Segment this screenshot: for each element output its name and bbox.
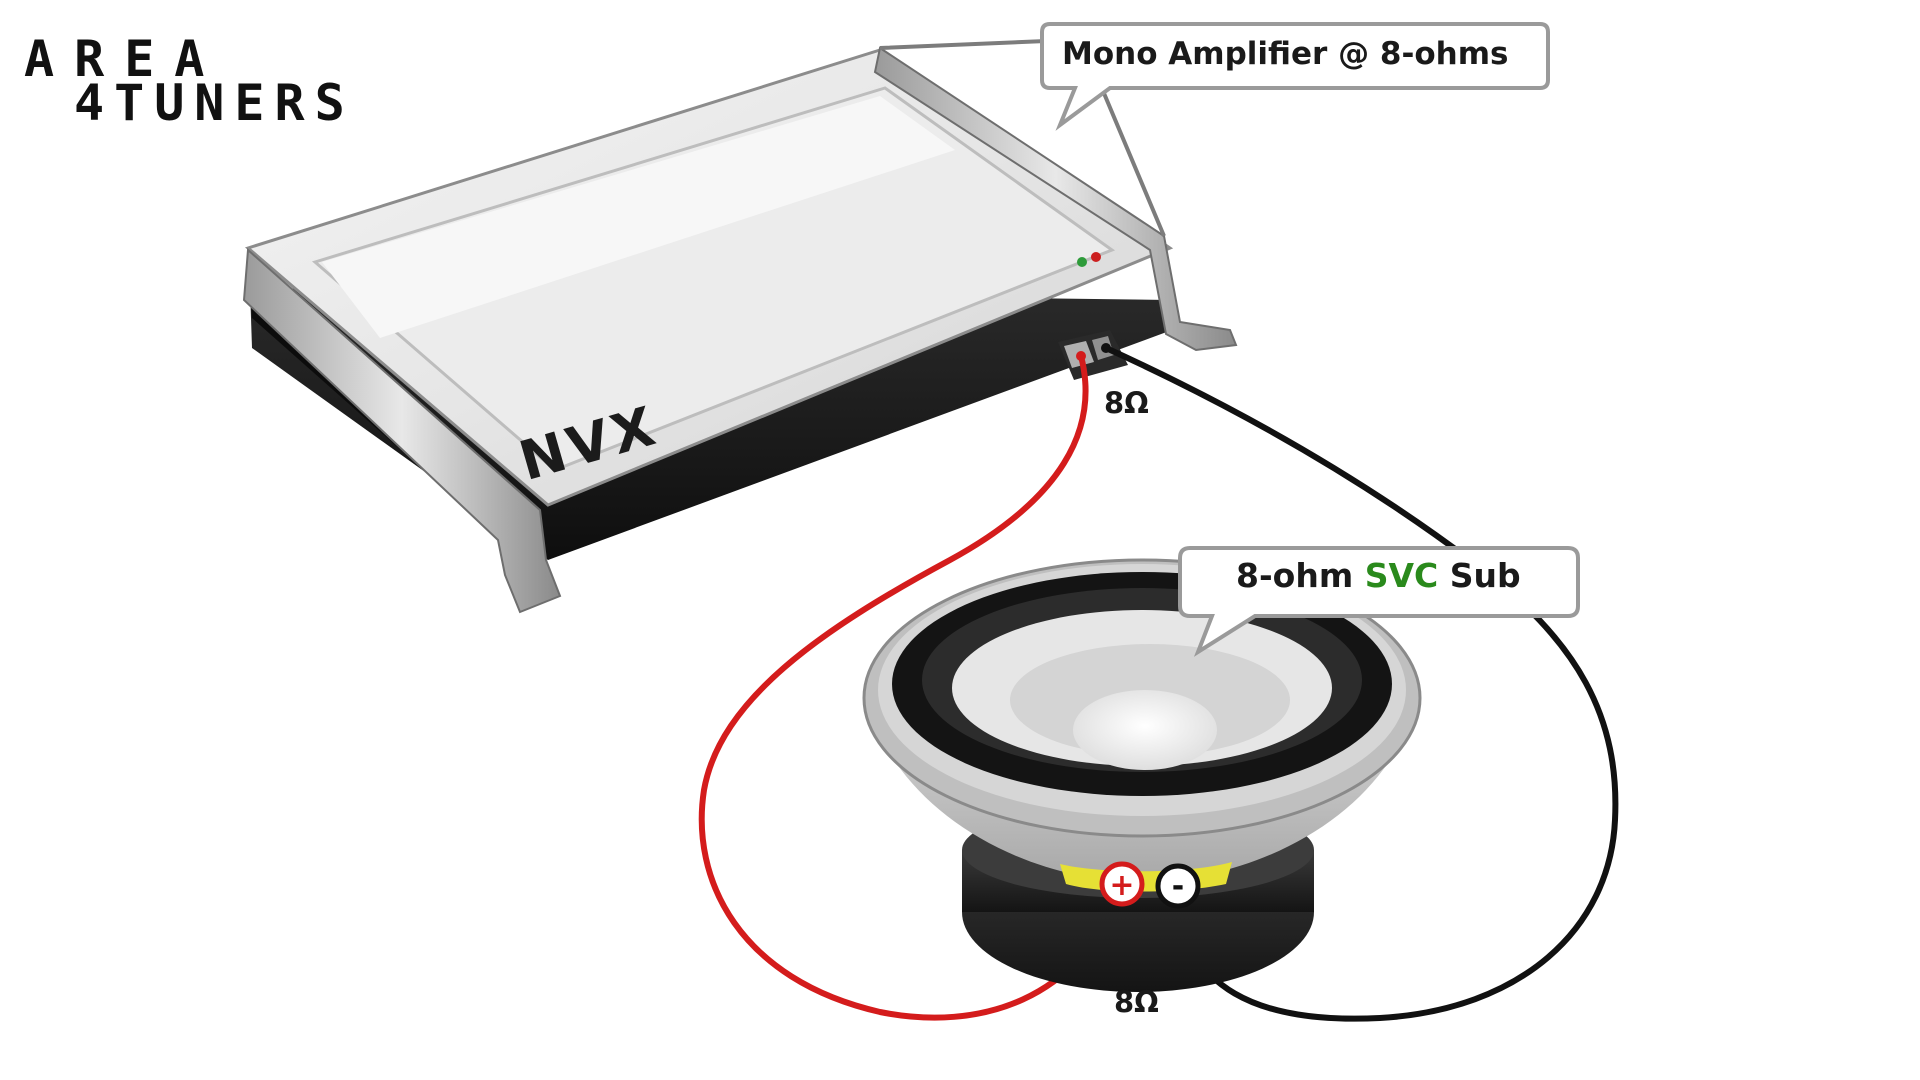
negative-speaker-wire [1103, 345, 1619, 1022]
positive-terminal-symbol: + [1109, 868, 1134, 903]
negative-terminal-symbol: - [1172, 869, 1184, 904]
subwoofer-positive-terminal: + [1099, 861, 1145, 907]
subwoofer-callout-text: 8-ohm SVC Sub [1236, 556, 1521, 595]
amplifier-top-panel [311, 86, 1116, 472]
amplifier-right-rail [873, 46, 1238, 352]
protect-led [1091, 252, 1101, 262]
subwoofer-dust-cap [1073, 690, 1217, 770]
subwoofer-callout-prefix: 8-ohm [1236, 556, 1365, 595]
amplifier-callout-text: Mono Amplifier @ 8-ohms [1062, 36, 1509, 72]
subwoofer-callout-svc: SVC [1364, 556, 1439, 595]
subwoofer-callout-suffix: Sub [1438, 556, 1521, 595]
subwoofer-callout-bubble [1178, 546, 1580, 657]
amplifier-callout-bubble [1040, 22, 1550, 131]
amplifier-impedance-label: 8Ω [1104, 386, 1149, 420]
amplifier [242, 37, 1238, 614]
amplifier-top-panel-highlight [322, 96, 955, 338]
brand-logo-line-2: 4TUNERS [74, 74, 355, 132]
brand-logo-line-1: AREA [24, 30, 225, 88]
subwoofer-negative-terminal: - [1155, 863, 1201, 909]
positive-speaker-wire [698, 353, 1125, 1021]
subwoofer-impedance-label: 8Ω [1114, 985, 1159, 1019]
brand-logo: AREA 4TUNERS [24, 34, 424, 134]
subwoofer: + - [862, 558, 1422, 992]
power-led [1077, 257, 1087, 267]
amplifier-left-rail [242, 247, 562, 614]
